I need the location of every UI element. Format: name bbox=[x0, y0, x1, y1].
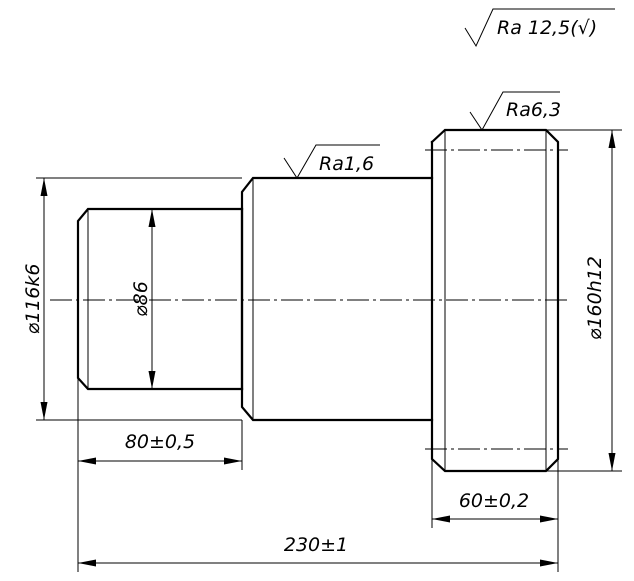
dim-small-diameter bbox=[148, 209, 156, 389]
dim-middle-diameter-label: ⌀116k6 bbox=[22, 264, 44, 335]
dim-total-length-label: 230±1 bbox=[284, 534, 348, 556]
dim-small-length-label: 80±0,5 bbox=[125, 431, 195, 453]
dim-flange-length-label: 60±0,2 bbox=[459, 490, 529, 512]
general-roughness-symbol bbox=[464, 8, 615, 48]
shaft-middle-section bbox=[240, 176, 434, 422]
dim-small-length bbox=[78, 457, 242, 465]
dim-flange-diameter-label: ⌀160h12 bbox=[584, 256, 606, 340]
general-roughness-label: Ra 12,5(√) bbox=[497, 17, 597, 39]
dim-small-diameter-label: ⌀86 bbox=[130, 281, 152, 317]
length-extension-lines bbox=[77, 378, 559, 572]
dim-middle-diameter bbox=[36, 177, 242, 421]
shaft-small-section bbox=[76, 207, 244, 391]
dim-flange-length bbox=[432, 515, 558, 523]
middle-roughness-symbol bbox=[283, 144, 380, 179]
middle-roughness-label: Ra1,6 bbox=[319, 153, 374, 175]
dim-total-length bbox=[78, 559, 558, 567]
dim-flange-diameter bbox=[546, 129, 622, 472]
flange-roughness-symbol bbox=[469, 91, 560, 131]
flange-roughness-label: Ra6,3 bbox=[506, 99, 561, 121]
